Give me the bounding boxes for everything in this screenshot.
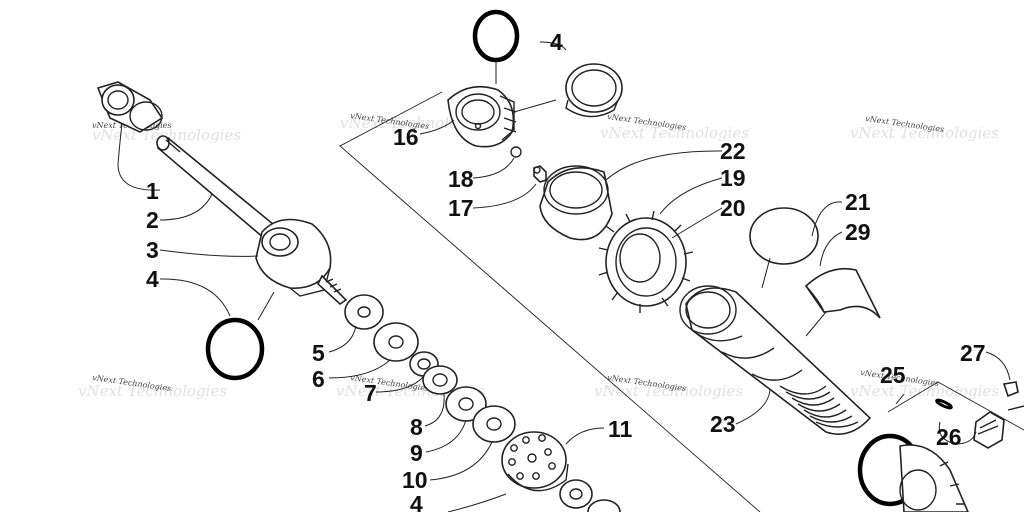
callout-29: 29 [845, 219, 871, 245]
callout-7: 7 [364, 380, 377, 406]
part-disc [749, 207, 819, 265]
callout-5: 5 [312, 340, 325, 366]
part-end-cap [899, 444, 969, 512]
watermark-shadow: vNext Technologies [92, 126, 241, 144]
part-housing [447, 85, 517, 148]
callout-8: 8 [410, 414, 423, 440]
part-spring-nut [598, 210, 694, 313]
callout-3: 3 [146, 237, 159, 263]
callout-4: 4 [146, 266, 159, 292]
part-valving-stack [344, 294, 621, 512]
callout-labels: 1 2 3 4 5 6 7 8 9 10 11 16 18 17 22 19 2… [146, 29, 986, 512]
callout-19: 19 [720, 165, 746, 191]
callout-4-upper: 4 [550, 29, 563, 55]
leader-lines [117, 41, 1011, 512]
part-bushing [96, 81, 164, 133]
callout-27: 27 [960, 340, 986, 366]
part-wear-band [565, 63, 623, 118]
callout-23: 23 [710, 411, 736, 437]
callout-21: 21 [845, 189, 871, 215]
callout-2: 2 [146, 207, 159, 233]
callout-22: 22 [720, 138, 746, 164]
callout-26: 26 [936, 424, 962, 450]
assembly-outline [339, 91, 1024, 512]
callout-6: 6 [312, 366, 325, 392]
callout-18: 18 [448, 166, 474, 192]
watermark-shadow: vNext Technologies [600, 124, 749, 142]
callout-4-lower: 4 [410, 491, 423, 512]
callout-11: 11 [608, 416, 633, 442]
part-shaft-eye [255, 218, 348, 306]
part-small-ring-and-plug [510, 146, 547, 183]
callout-10: 10 [402, 467, 428, 493]
watermark-shadow: vNext Technologies [594, 382, 743, 400]
callout-17: 17 [448, 195, 474, 221]
part-fittings [935, 381, 1024, 449]
callout-16: 16 [393, 124, 419, 150]
part-body-tube [679, 285, 872, 435]
callout-1: 1 [146, 178, 159, 204]
part-sleeve [539, 165, 613, 241]
part-shield [804, 267, 881, 319]
watermark-shadow: vNext Technologies [850, 124, 999, 142]
callout-9: 9 [410, 440, 423, 466]
callout-25: 25 [880, 362, 906, 388]
watermark-shadow: vNext Technologies [78, 382, 227, 400]
callout-20: 20 [720, 195, 746, 221]
